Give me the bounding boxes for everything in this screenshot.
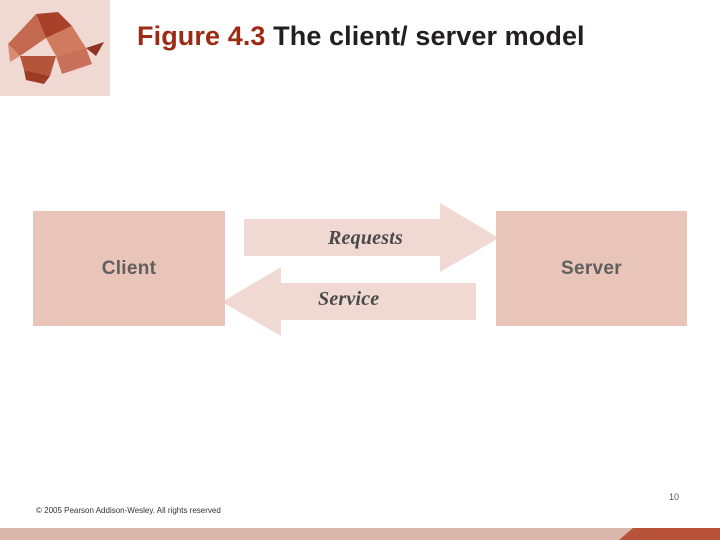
server-node-label: Server [561, 257, 622, 279]
service-arrow-icon [222, 267, 476, 336]
copyright-notice: © 2005 Pearson Addison-Wesley. All right… [36, 506, 221, 515]
page-title: Figure 4.3 The client/ server model [137, 19, 607, 55]
logo-panel [0, 0, 110, 96]
footer-bar [0, 528, 720, 540]
figure-number: Figure 4.3 [137, 21, 266, 51]
server-node: Server [496, 211, 687, 326]
footer-accent-shape [619, 528, 720, 540]
requests-arrow-icon [244, 203, 499, 272]
origami-crane-icon [8, 12, 104, 84]
page-number: 10 [669, 492, 680, 502]
service-arrow-label: Service [318, 288, 380, 310]
title-text: The client/ server model [265, 21, 585, 51]
client-node: Client [33, 211, 225, 326]
requests-arrow-label: Requests [328, 227, 403, 249]
client-node-label: Client [101, 257, 157, 279]
